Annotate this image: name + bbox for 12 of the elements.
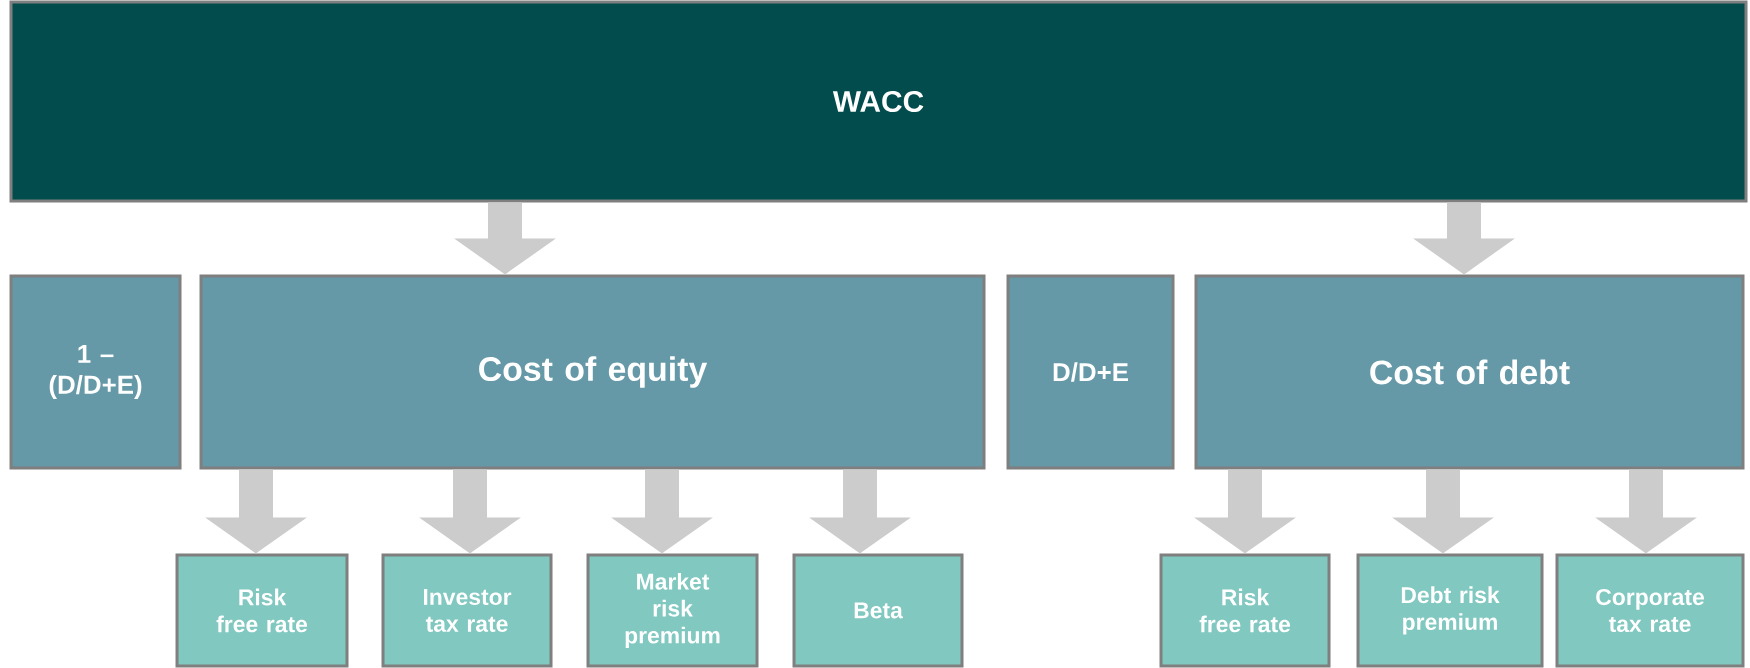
input-box: Beta [792, 553, 964, 668]
input-box: Risk free rate [175, 553, 349, 668]
input-box: Corporate tax rate [1555, 553, 1745, 668]
component-box: Cost of equity [199, 274, 986, 470]
input-box: Debt risk premium [1356, 553, 1544, 668]
factor-box: D/D+E [1006, 274, 1175, 470]
component-box: Cost of debt [1194, 274, 1745, 470]
input-box: Market risk premium [586, 553, 759, 668]
input-box: Investor tax rate [381, 553, 553, 668]
input-box: Risk free rate [1159, 553, 1331, 668]
factor-box: 1 – (D/D+E) [9, 274, 182, 470]
title-box: WACC [9, 0, 1748, 203]
